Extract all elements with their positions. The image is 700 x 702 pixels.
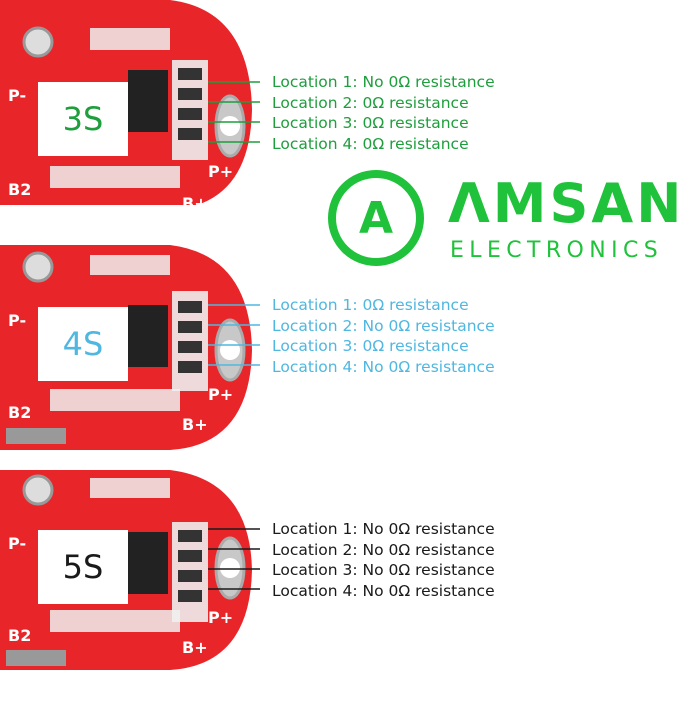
pad-b-plus: B+ — [182, 638, 208, 657]
location-1: Location 1: 0Ω resistance — [272, 296, 469, 314]
pad-b2: B2 — [8, 403, 32, 422]
pcb-board-4s: 4S P- P+ B2 B+ — [0, 245, 260, 450]
location-4: Location 4: No 0Ω resistance — [272, 581, 495, 600]
location-1: Location 1: No 0Ω resistance — [272, 520, 495, 538]
board-label-4s: 4S — [38, 307, 128, 381]
location-list-4s: Location 1: 0Ω resistance Location 2: No… — [272, 295, 495, 377]
pad-b2: B2 — [8, 180, 32, 199]
board-label-5s: 5S — [38, 530, 128, 604]
location-1: Location 1: No 0Ω resistance — [272, 73, 495, 91]
pcb-board-3s: 3S P- P+ B2 B+ — [0, 0, 260, 213]
location-4: Location 4: 0Ω resistance — [272, 134, 469, 153]
location-list-3s: Location 1: No 0Ω resistance Location 2:… — [272, 72, 495, 154]
pad-b-plus: B+ — [182, 415, 208, 434]
logo-letter: A — [358, 192, 394, 244]
location-list-5s: Location 1: No 0Ω resistance Location 2:… — [272, 519, 495, 601]
location-3: Location 3: No 0Ω resistance — [272, 561, 495, 579]
pad-p-minus: P- — [8, 534, 27, 553]
location-3: Location 3: 0Ω resistance — [272, 337, 469, 355]
location-2: Location 2: No 0Ω resistance — [272, 316, 495, 335]
pad-p-plus: P+ — [208, 162, 234, 181]
pad-b2: B2 — [8, 626, 32, 645]
amsan-logo: A ΛMSAN ELECTRONICS — [328, 170, 688, 280]
location-2: Location 2: No 0Ω resistance — [272, 540, 495, 559]
logo-brand-name: ΛMSAN — [448, 172, 685, 235]
pcb-board-5s: 5S P- P+ B2 B+ — [0, 470, 260, 675]
pad-p-plus: P+ — [208, 608, 234, 627]
pad-p-minus: P- — [8, 311, 27, 330]
logo-subtitle: ELECTRONICS — [450, 238, 664, 263]
logo-circle-icon: A — [328, 170, 424, 266]
pad-p-minus: P- — [8, 86, 27, 105]
location-4: Location 4: No 0Ω resistance — [272, 357, 495, 376]
location-3: Location 3: 0Ω resistance — [272, 114, 469, 132]
pad-b-plus: B+ — [182, 194, 208, 213]
location-2: Location 2: 0Ω resistance — [272, 93, 469, 112]
pad-p-plus: P+ — [208, 385, 234, 404]
board-label-3s: 3S — [38, 82, 128, 156]
